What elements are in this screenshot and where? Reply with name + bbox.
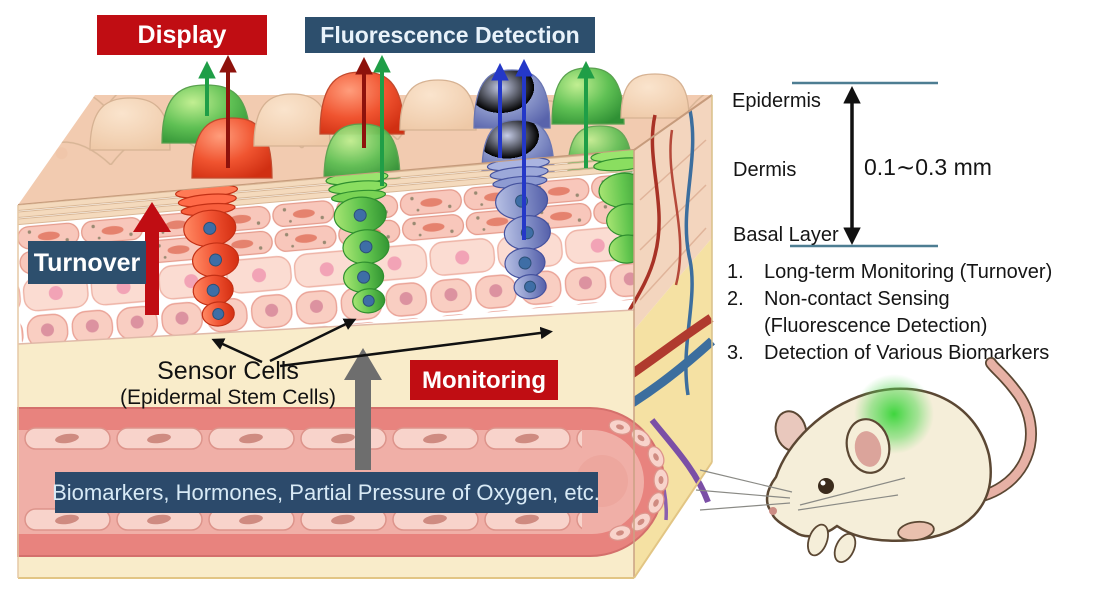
list-item-text: Non-contact Sensing bbox=[764, 288, 950, 310]
thickness-label: 0.1∼0.3 mm bbox=[864, 154, 992, 180]
list-item-number: 3. bbox=[727, 342, 744, 364]
mouse-eye-highlight bbox=[820, 480, 826, 486]
endothelium-curve-cells bbox=[608, 419, 669, 541]
basal-layer-label: Basal Layer bbox=[733, 224, 839, 246]
dome-blue-1 bbox=[473, 69, 551, 129]
mouse-nose bbox=[769, 507, 777, 515]
list-item-text: Long-term Monitoring (Turnover) bbox=[764, 261, 1052, 283]
turnover-box: Turnover bbox=[28, 241, 146, 284]
sensor-cells-label: Sensor Cells bbox=[157, 357, 299, 385]
key-points-list: 1. Long-term Monitoring (Turnover) 2. No… bbox=[727, 261, 1052, 364]
epidermis-label: Epidermis bbox=[732, 90, 821, 112]
sensor-column-red-nuclei bbox=[203, 221, 225, 320]
endothelium-top bbox=[22, 425, 582, 452]
display-label: Display bbox=[138, 21, 227, 49]
turnover-label: Turnover bbox=[34, 249, 141, 277]
sensor-cells-sublabel: (Epidermal Stem Cells) bbox=[120, 386, 336, 409]
biomarkers-banner: Biomarkers, Hormones, Partial Pressure o… bbox=[52, 472, 600, 513]
monitoring-label: Monitoring bbox=[422, 367, 546, 394]
basal-boundary-line bbox=[17, 309, 635, 345]
fluorescence-detection-box: Fluorescence Detection bbox=[305, 17, 595, 53]
mouse-front-paw bbox=[833, 532, 857, 564]
mouse-inner-ear bbox=[854, 431, 882, 467]
monitoring-up-arrow bbox=[344, 348, 382, 470]
mouse-hind-foot bbox=[897, 520, 935, 542]
mouse-illustration bbox=[695, 357, 1037, 564]
monitoring-box: Monitoring bbox=[410, 360, 558, 400]
sensor-cells-callout: Sensor Cells (Epidermal Stem Cells) bbox=[120, 318, 553, 409]
list-item-text: Detection of Various Biomarkers bbox=[764, 342, 1049, 364]
emission-arrows bbox=[198, 54, 595, 240]
mouse-eye bbox=[818, 478, 834, 494]
depth-scale: Epidermis Dermis 0.1∼0.3 mm Basal Layer bbox=[732, 81, 992, 248]
fluorescence-detection-label: Fluorescence Detection bbox=[320, 22, 579, 48]
dermis-label: Dermis bbox=[733, 159, 796, 181]
sensor-column-green-nuclei bbox=[353, 208, 375, 307]
list-item-number: 2. bbox=[727, 288, 744, 310]
mouse-front-paw bbox=[807, 523, 829, 557]
list-item-number: 1. bbox=[727, 261, 744, 283]
pointer-arrow-blue-column bbox=[279, 326, 553, 368]
mouse-whiskers bbox=[695, 469, 906, 511]
dome-red-front-1 bbox=[191, 117, 273, 179]
dome-tan bbox=[399, 79, 477, 131]
pointer-arrow-red-column bbox=[211, 338, 263, 364]
pointer-arrow-green-column bbox=[269, 318, 357, 363]
block-edges bbox=[17, 94, 713, 579]
mouse-tail bbox=[955, 358, 1036, 505]
list-item-text: (Fluorescence Detection) bbox=[764, 315, 987, 337]
turnover-up-arrow bbox=[133, 202, 171, 315]
side-epidermis-lines bbox=[639, 139, 707, 301]
dome-tan bbox=[620, 73, 690, 119]
biomarkers-label: Biomarkers, Hormones, Partial Pressure o… bbox=[52, 480, 600, 505]
front-epidermis-face bbox=[18, 150, 634, 344]
display-box: Display bbox=[97, 15, 267, 55]
